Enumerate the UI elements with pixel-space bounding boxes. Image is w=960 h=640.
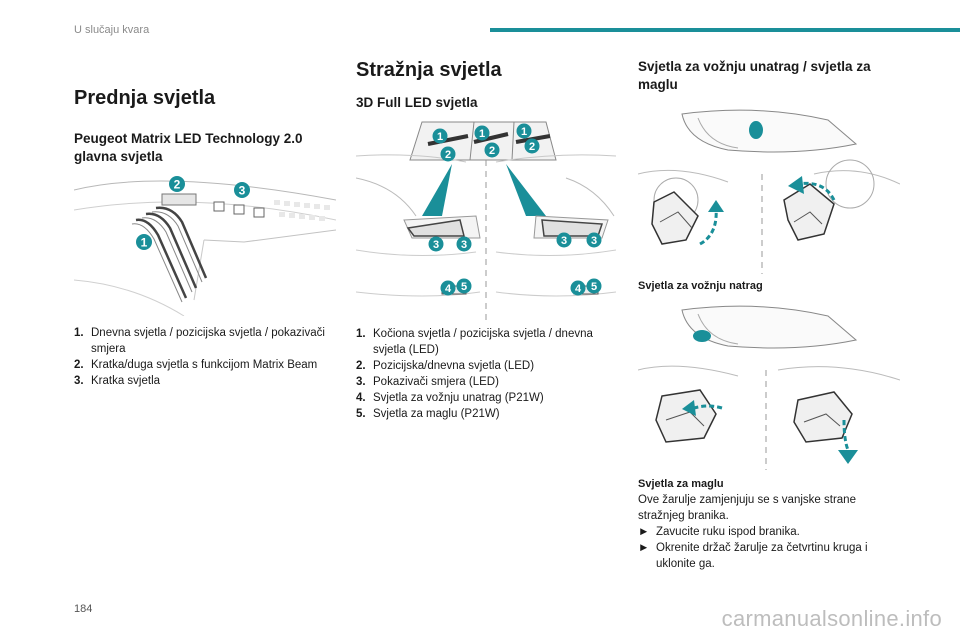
list-item: 3.Pokazivači smjera (LED): [356, 376, 499, 388]
rear-marker-3c: 3: [556, 232, 572, 248]
rear-lights-illustration: 1 1 1 2 2 2 3 3 3 3 4 5 4 5: [356, 120, 616, 320]
watermark: carmanualsonline.info: [721, 606, 942, 631]
svg-text:4: 4: [445, 283, 452, 295]
rear-lights-legend: 1.Kočiona svjetla / pozicijska svjetla /…: [356, 326, 616, 422]
svg-text:1: 1: [437, 131, 443, 143]
list-item: ► Zavucite ruku ispod branika.: [638, 526, 800, 538]
list-item: 5.Svjetla za maglu (P21W): [356, 408, 500, 420]
svg-text:1: 1: [479, 128, 485, 140]
svg-text:2: 2: [445, 149, 451, 161]
svg-text:5: 5: [461, 281, 467, 293]
svg-text:1: 1: [141, 236, 148, 250]
reversing-light-illustration: [638, 104, 900, 276]
rear-lights-subtitle: 3D Full LED svjetla: [356, 95, 478, 110]
rear-marker-5b: 5: [586, 278, 602, 294]
rear-marker-4b: 4: [570, 280, 586, 296]
front-lights-legend: 1.Dnevna svjetla / pozicijska svjetla / …: [74, 325, 336, 389]
svg-text:2: 2: [174, 178, 181, 192]
svg-text:2: 2: [529, 141, 535, 153]
fog-light-caption: Svjetla za maglu: [638, 478, 724, 490]
svg-text:5: 5: [591, 281, 597, 293]
rear-marker-1c: 1: [516, 123, 532, 139]
bullet-arrow-icon: ►: [638, 542, 650, 554]
list-item: 2.Pozicijska/dnevna svjetla (LED): [356, 360, 535, 372]
front-marker-2: 2: [169, 176, 185, 192]
list-item: 1.Kočiona svjetla / pozicijska svjetla /…: [356, 328, 593, 356]
front-lights-column: Prednja svjetla Peugeot Matrix LED Techn…: [74, 86, 336, 166]
svg-text:3: 3: [591, 235, 597, 247]
rear-marker-1b: 1: [474, 125, 490, 141]
front-marker-3: 3: [234, 182, 250, 198]
list-item: 4.Svjetla za vožnju unatrag (P21W): [356, 392, 544, 404]
rear-lights-title: Stražnja svjetla: [356, 59, 502, 81]
svg-text:2: 2: [489, 145, 495, 157]
running-header: U slučaju kvara: [74, 24, 150, 36]
reversing-fog-lights-column: Svjetla za vožnju unatrag / svjetla za m…: [638, 58, 900, 94]
reversing-light-caption: Svjetla za vožnju natrag: [638, 280, 763, 292]
header-accent-bar: [490, 28, 960, 32]
replacement-description: Ove žarulje zamjenjuju se s vanjske stra…: [638, 494, 856, 522]
rear-marker-5a: 5: [456, 278, 472, 294]
list-item: ► Okrenite držač žarulje za četvrtinu kr…: [638, 542, 868, 570]
rear-marker-2b: 2: [484, 142, 500, 158]
front-lights-subtitle: Peugeot Matrix LED Technology 2.0 glavna…: [74, 131, 303, 164]
rear-marker-4a: 4: [440, 280, 456, 296]
rear-marker-3d: 3: [586, 232, 602, 248]
rear-marker-2a: 2: [440, 146, 456, 162]
bullet-arrow-icon: ►: [638, 526, 650, 538]
rear-marker-1a: 1: [432, 128, 448, 144]
svg-text:1: 1: [521, 126, 527, 138]
rear-marker-3a: 3: [428, 236, 444, 252]
svg-text:3: 3: [561, 235, 567, 247]
list-item: 1.Dnevna svjetla / pozicijska svjetla / …: [74, 327, 325, 355]
list-item: 2.Kratka/duga svjetla s funkcijom Matrix…: [74, 359, 318, 371]
front-headlight-illustration: 1 2 3: [74, 170, 336, 316]
rear-marker-3b: 3: [456, 236, 472, 252]
fog-light-illustration: [638, 300, 900, 472]
svg-text:3: 3: [461, 239, 467, 251]
front-lights-title: Prednja svjetla: [74, 87, 216, 109]
fog-light-section: Svjetla za maglu Ove žarulje zamjenjuju …: [638, 476, 900, 572]
svg-text:3: 3: [239, 184, 246, 198]
front-marker-1: 1: [136, 234, 152, 250]
rear-lights-column: Stražnja svjetla 3D Full LED svjetla: [356, 58, 616, 112]
svg-text:3: 3: [433, 239, 439, 251]
svg-text:4: 4: [575, 283, 582, 295]
reversing-fog-lights-title: Svjetla za vožnju unatrag / svjetla za m…: [638, 59, 871, 92]
page-number: 184: [74, 603, 93, 615]
rear-marker-2c: 2: [524, 138, 540, 154]
list-item: 3.Kratka svjetla: [74, 375, 161, 387]
